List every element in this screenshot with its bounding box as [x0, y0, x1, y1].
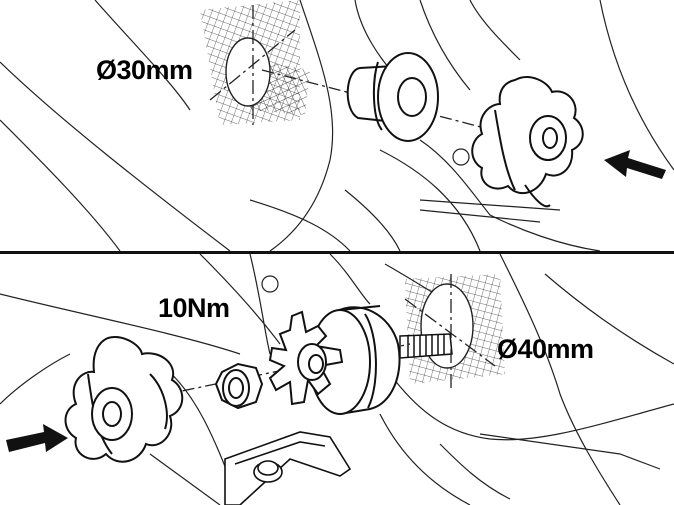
star-knob-bottom — [64, 336, 184, 463]
panel-divider — [0, 251, 674, 254]
mounting-hole-top — [200, 0, 310, 125]
star-knob-top — [471, 76, 584, 208]
top-panel-drawing — [0, 0, 674, 251]
top-panel: Ø30mm — [0, 0, 674, 251]
body-outline — [0, 0, 674, 251]
torque-label-10nm: 10Nm — [158, 293, 230, 323]
arrow-left-icon — [604, 150, 666, 179]
arrow-right-icon — [6, 424, 68, 452]
bottom-panel-drawing — [0, 254, 674, 505]
dimension-label-40mm: Ø40mm — [497, 334, 594, 364]
bottom-panel: 10Nm Ø40mm — [0, 254, 674, 505]
spacer-bushing — [346, 52, 439, 142]
dimension-label-30mm: Ø30mm — [96, 55, 193, 85]
hex-nut — [214, 362, 264, 410]
bracket-bar — [224, 431, 352, 505]
star-flange-plate — [268, 310, 344, 406]
mounting-hole-bottom — [405, 274, 505, 384]
threaded-stud — [399, 333, 453, 359]
